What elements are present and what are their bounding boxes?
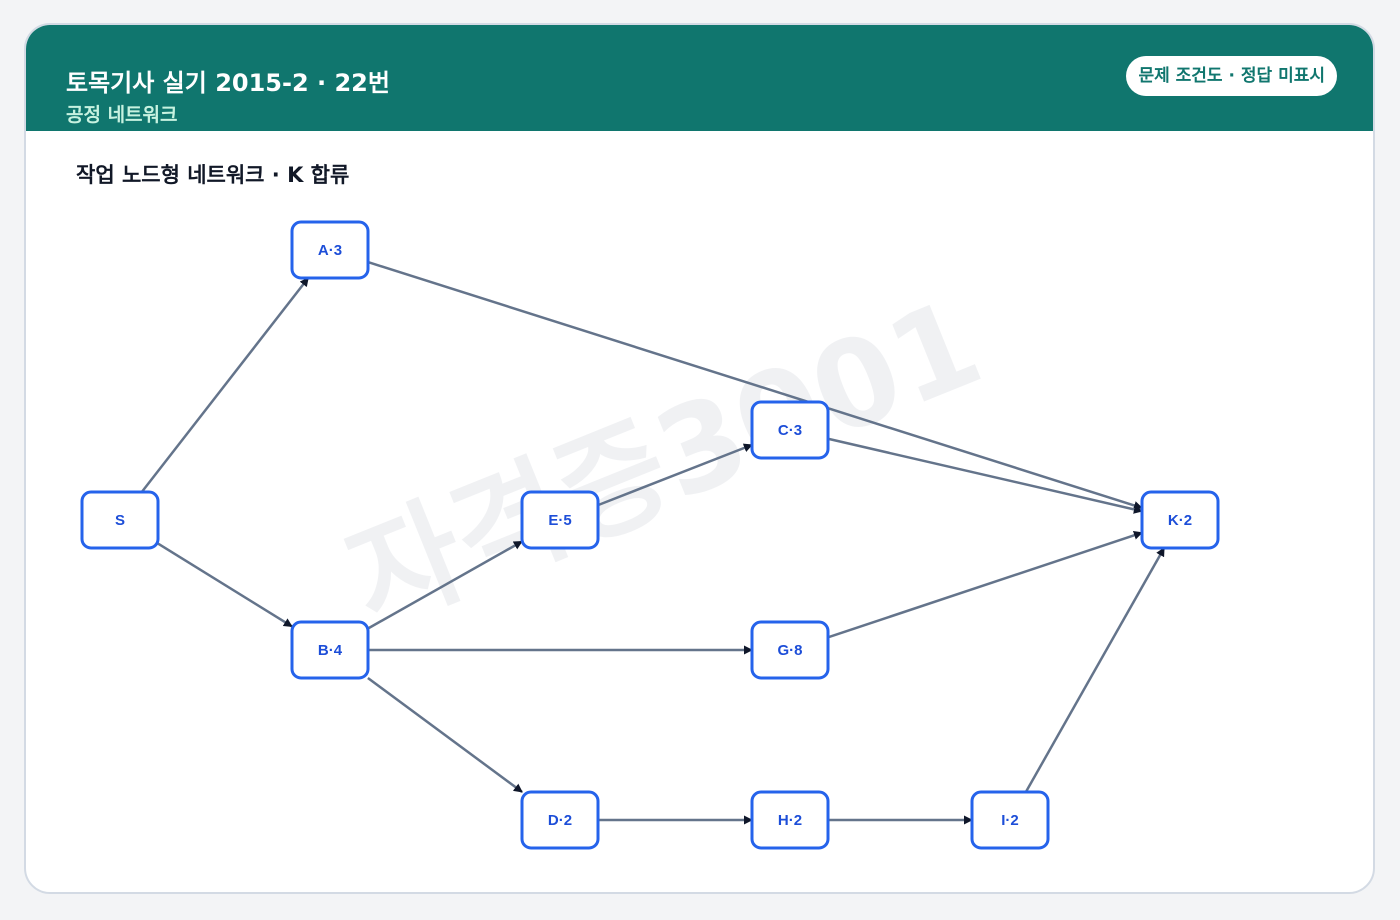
node-box <box>80 490 160 550</box>
node-label: K·2 <box>1168 512 1192 529</box>
edge-i-k <box>1024 547 1166 793</box>
node-box <box>970 790 1050 850</box>
status-badge: 문제 조건도 · 정답 미표시 <box>1126 56 1337 96</box>
edges-layer <box>140 260 1166 825</box>
page-title: 토목기사 실기 2015-2 · 22번 <box>66 69 390 97</box>
node-label: D·2 <box>548 812 572 829</box>
node-i: I·2 <box>970 790 1050 850</box>
node-label: E·5 <box>548 512 571 529</box>
node-box <box>290 220 370 280</box>
node-label: H·2 <box>778 812 802 829</box>
node-box <box>520 490 600 550</box>
watermark-text: 자격증3001 <box>330 273 999 651</box>
node-label: S <box>115 512 125 529</box>
header-bar: 토목기사 실기 2015-2 · 22번 공정 네트워크 문제 조건도 · 정답… <box>26 25 1373 131</box>
edge-e-c <box>597 443 753 507</box>
edge-g-k <box>827 530 1143 639</box>
edge-b-d <box>367 676 523 794</box>
edge-c-k <box>827 437 1143 514</box>
node-h: H·2 <box>750 790 830 850</box>
node-box <box>1140 490 1220 550</box>
node-label: C·3 <box>778 422 802 439</box>
node-a: A·3 <box>290 220 370 280</box>
card: 토목기사 실기 2015-2 · 22번 공정 네트워크 문제 조건도 · 정답… <box>24 23 1375 894</box>
node-label: I·2 <box>1001 812 1019 829</box>
node-e: E·5 <box>520 490 600 550</box>
node-box <box>290 620 370 680</box>
node-label: B·4 <box>318 642 343 659</box>
node-box <box>520 790 600 850</box>
node-box <box>750 400 830 460</box>
diagram-title: 작업 노드형 네트워크 · K 합류 <box>76 163 350 187</box>
nodes-layer: S A·3B·4 E·5 C·3G·8D·2 H·2 I·2 K·2 <box>80 220 1220 850</box>
node-box <box>750 790 830 850</box>
edge-b-e <box>367 540 523 630</box>
page-subtitle: 공정 네트워크 <box>66 104 178 126</box>
edge-s-b <box>157 542 293 628</box>
node-label: G·8 <box>777 642 802 659</box>
node-b: B·4 <box>290 620 370 680</box>
edge-s-a <box>140 277 310 493</box>
edge-a-k <box>367 260 1143 510</box>
node-c: C·3 <box>750 400 830 460</box>
node-d: D·2 <box>520 790 600 850</box>
node-k: K·2 <box>1140 490 1220 550</box>
node-g: G·8 <box>750 620 830 680</box>
node-label: A·3 <box>318 242 342 259</box>
node-s: S <box>80 490 160 550</box>
node-box <box>750 620 830 680</box>
